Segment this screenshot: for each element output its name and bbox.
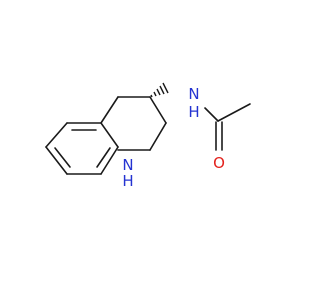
bond-carbonyl-methyl <box>217 103 251 122</box>
molecule-diagram: N H O N H <box>45 82 251 190</box>
structure-canvas: N H O N H <box>45 82 251 190</box>
nh-amide-n: N <box>188 85 199 103</box>
ring-h-label: H <box>122 172 133 190</box>
stereo-hash-wedge <box>150 82 169 98</box>
bond-c4a-c4 <box>100 96 119 124</box>
atom-n-ring: N H <box>122 156 133 190</box>
bond-ar6 <box>45 146 68 175</box>
bond-ar-double-2 <box>96 147 111 168</box>
bond-ar4 <box>100 146 119 175</box>
piperidine-ring <box>100 96 167 151</box>
bond-ar3 <box>100 122 119 148</box>
bond-c2-n1 <box>149 122 167 151</box>
bond-ar-double-3 <box>54 147 71 168</box>
bond-ar1 <box>45 122 68 148</box>
atom-nh-amide: N H <box>188 85 199 121</box>
o-label: O <box>213 154 225 172</box>
ring-n-label: N <box>122 156 133 174</box>
atom-o-carbonyl: O <box>213 154 225 172</box>
bond-c3-c2 <box>149 96 167 124</box>
nh-amide-h: H <box>188 103 199 121</box>
acetamide-group <box>204 103 251 151</box>
bond-n-carbonyl <box>204 107 219 122</box>
benzene-ring <box>45 122 119 175</box>
